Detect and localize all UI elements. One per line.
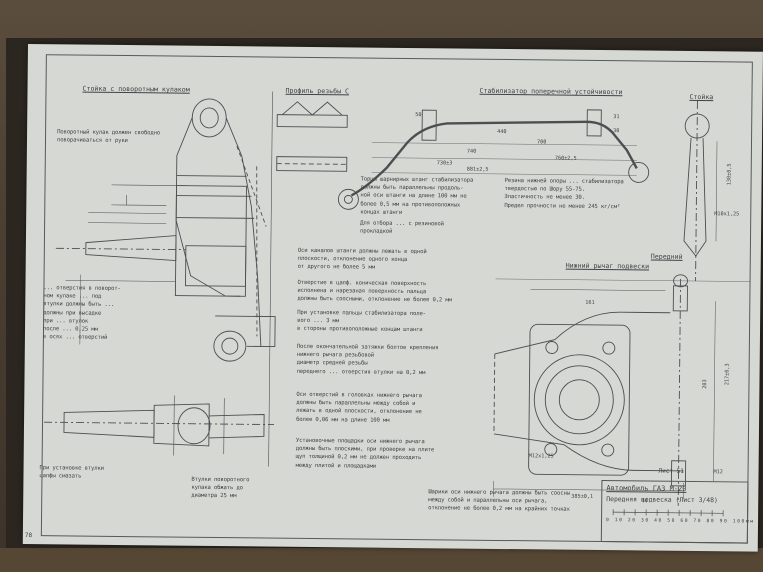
table-edge <box>0 548 763 572</box>
dim-m12: M12 <box>713 469 723 476</box>
title-block-description: Передняя подвеска (Лист 3/48) <box>606 495 718 505</box>
technical-drawing <box>44 91 751 517</box>
dim-m10x125: M10x1,25 <box>714 211 740 218</box>
dim-217: 217±0,3 <box>724 363 731 386</box>
sheet-number: Лист 51 <box>658 467 684 475</box>
note-stabilizer-ends: Торцы шарнирных штанг стабилизатора долж… <box>360 176 474 216</box>
note-hole-left: При установке втулки цапфы смазать <box>39 465 104 480</box>
dim-203: 203 <box>702 379 709 389</box>
note-cushion: Резина нижней опоры ... стабилизатора тв… <box>504 177 624 210</box>
title-block-vehicle: Автомобиль ГАЗ М-20 <box>606 484 687 493</box>
thread-profile-drawing <box>276 101 348 172</box>
dim-m12x125: M12x1,25 <box>528 453 554 460</box>
note-rubber: Для отбора ... с резиновой прокладкой <box>360 220 444 236</box>
title-stop: Стойка с поворотным кулаком <box>82 84 190 94</box>
dim-760: 760±2,5 <box>554 155 577 162</box>
note-install: При установке пальцы стабилизатора поле-… <box>296 309 426 334</box>
note-rod-axes: Шарики оси нижнего рычага должны быть со… <box>428 489 570 514</box>
scale-labels: 0 10 20 30 40 50 60 70 80 90 100мм <box>606 518 755 525</box>
note-bushing: Втулки поворотного кулака обжать до диам… <box>191 476 250 500</box>
stub-axle-drawing <box>44 395 275 456</box>
title-stand: Стойка <box>689 92 714 102</box>
note-axes: Оси каналов штанги должны лежать в одной… <box>297 247 427 272</box>
title-lower-arm: Нижний рычаг подвески <box>565 261 650 271</box>
dim-30: 30 <box>613 128 620 135</box>
note-holes: Оси отверстий в головках нижнего рычага … <box>296 391 422 424</box>
note-thread: После окончательной затяжки болтов крепл… <box>296 343 439 376</box>
title-stabilizer: Стабилизатор поперечной устойчивости <box>479 86 623 97</box>
note-conical: Отверстие в цапф. коническая поверхность… <box>297 279 452 304</box>
dim-385: 385±0,1 <box>571 493 594 500</box>
dim-730: 730±3 <box>436 160 453 167</box>
lower-arm-drawing <box>493 274 716 506</box>
dim-440: 440 <box>497 128 507 136</box>
note-pads: Установочные площадки оси нижнего рычага… <box>295 437 435 470</box>
dim-700: 700 <box>536 139 547 146</box>
note-knuckle: Поворотный кулак должен свободно поворач… <box>56 129 161 145</box>
title-front: Передний <box>650 252 683 261</box>
dim-31: 31 <box>613 114 620 121</box>
note-left-long: ... отверстия в поворот- ном кулаке ... … <box>42 285 121 342</box>
dim-881: 881±2,5 <box>466 166 489 173</box>
dim-50: 50 <box>415 112 422 119</box>
stabilizer-bar-drawing <box>337 109 650 210</box>
page-number: 78 <box>24 531 33 540</box>
title-thread-profile: Профиль резьбы С <box>285 86 350 96</box>
drawing-sheet: Стойка с поворотным кулаком Профиль резь… <box>22 44 763 552</box>
dim-740: 740 <box>466 148 477 155</box>
scale-bar <box>612 509 724 517</box>
dim-161: 161 <box>585 299 595 306</box>
dim-130: 130±0,5 <box>726 163 733 186</box>
stand-drawing <box>683 101 718 282</box>
title-block: Лист 51 Автомобиль ГАЗ М-20 Передняя под… <box>600 468 755 544</box>
steering-knuckle-drawing <box>55 98 276 362</box>
